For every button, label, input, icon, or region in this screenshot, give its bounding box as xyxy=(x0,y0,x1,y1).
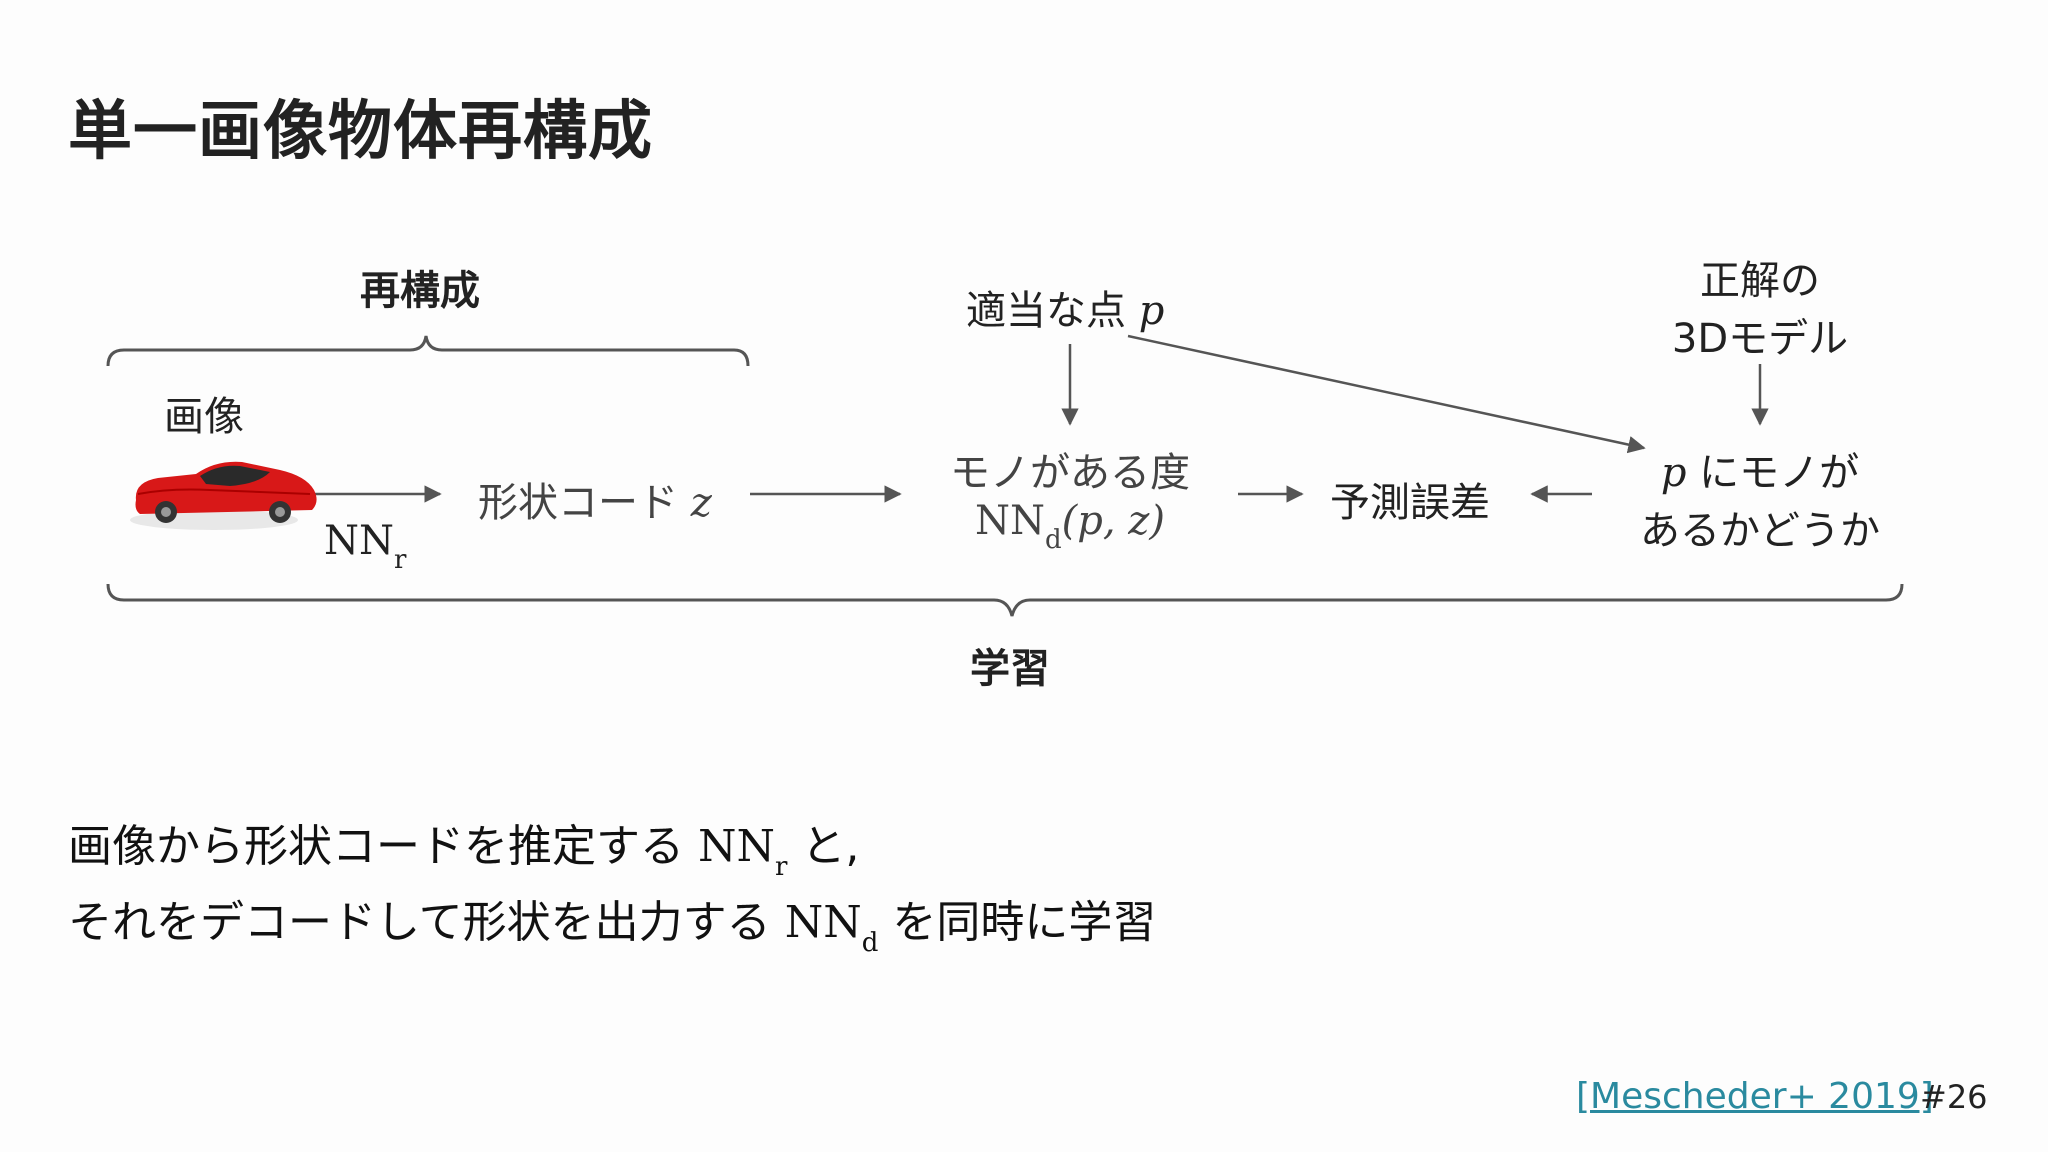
object-at-p-label: p にモノが あるかどうか xyxy=(1640,450,1880,554)
ground-truth-label: 正解の 3Dモデル xyxy=(1671,258,1849,362)
page-title: 単一画像物体再構成 xyxy=(68,95,653,169)
arrow-point-to-gt xyxy=(1127,334,1646,454)
citation-link[interactable]: [Mescheder+ 2019] xyxy=(1576,1076,1934,1117)
reconstruction-brace xyxy=(106,335,750,367)
reconstruction-label: 再構成 xyxy=(360,268,480,314)
description-line-1: 画像から形状コードを推定する NNr と, xyxy=(68,821,860,882)
page-number: #26 xyxy=(1920,1078,1988,1116)
learning-label: 学習 xyxy=(970,646,1050,692)
image-label: 画像 xyxy=(164,394,244,440)
car-image xyxy=(130,461,317,530)
occupancy-label: モノがある度 NNd(p, z) xyxy=(950,450,1190,555)
random-point-label: 適当な点 p xyxy=(966,288,1165,334)
description-line-2: それをデコードして形状を出力する NNd を同時に学習 xyxy=(68,897,1157,958)
nn-r-label: NNr xyxy=(324,518,407,575)
prediction-error-label: 予測誤差 xyxy=(1330,480,1490,526)
shape-code-label: 形状コード z xyxy=(478,480,712,526)
learning-brace xyxy=(106,583,1904,617)
